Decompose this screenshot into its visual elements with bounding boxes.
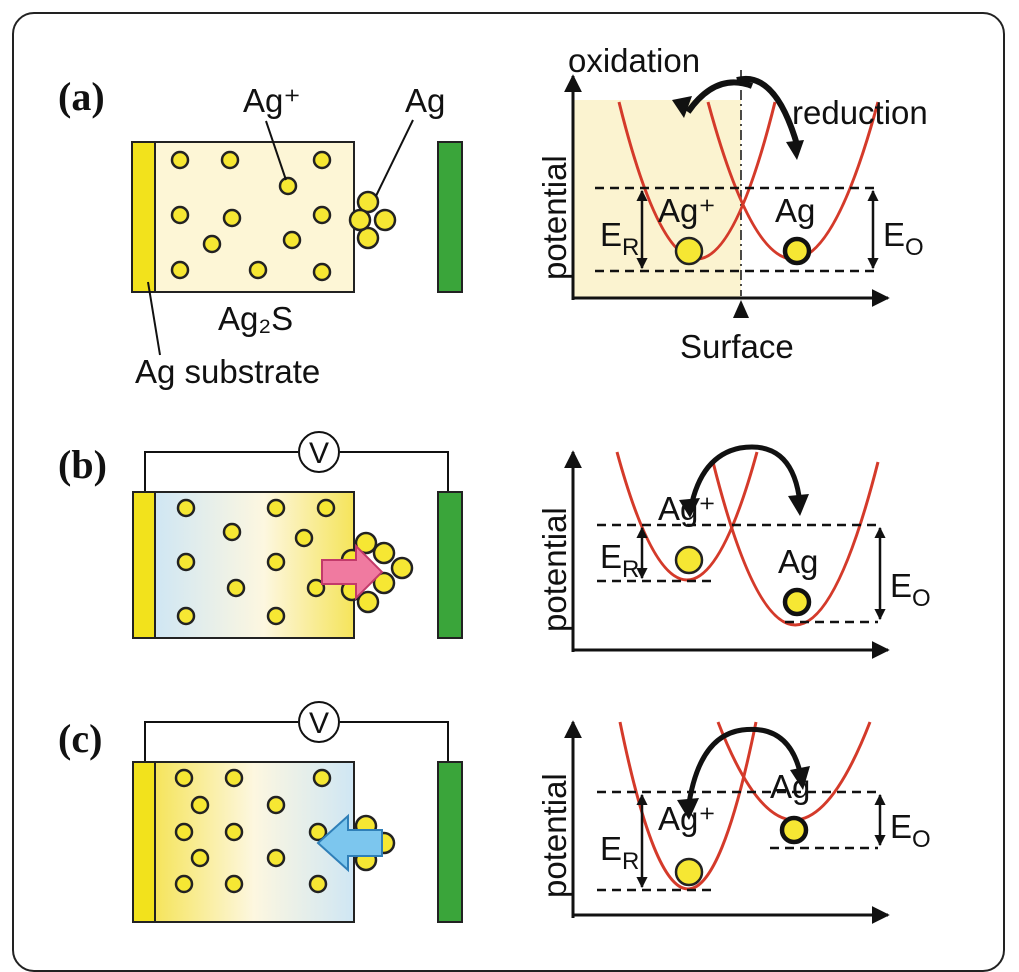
ag-substrate-label: Ag substrate	[135, 353, 320, 390]
well-ag-label: Ag	[775, 192, 815, 229]
panel-a: (a) Ag⁺ Ag Ag₂S Ag substrate	[58, 42, 928, 390]
ag-ion-well	[615, 451, 759, 582]
oxidation-arrow-stem	[685, 79, 754, 114]
potential-label: potential	[536, 773, 573, 898]
counter-electrode	[437, 491, 463, 639]
transfer-arrow-head-left	[677, 798, 699, 820]
panel-a-label: (a)	[58, 74, 105, 119]
reduction-arrow-stem	[736, 75, 801, 149]
surface-marker	[733, 300, 749, 318]
oxide-region-shade	[573, 100, 741, 298]
ag-atom-state	[779, 815, 809, 845]
eo-label: EO	[890, 808, 931, 853]
ag-substrate	[131, 141, 156, 293]
er-label: ER	[600, 216, 639, 261]
transfer-arrow	[685, 726, 803, 811]
transfer-arrow-head-left	[679, 498, 700, 518]
eo-label: EO	[890, 567, 931, 612]
panel-c-label: (c)	[58, 716, 102, 761]
ag-well	[711, 461, 880, 627]
eo-label: EO	[883, 216, 924, 261]
ag-atom-state	[782, 587, 812, 617]
ag-ion-particles	[176, 498, 336, 626]
potential-label: potential	[536, 507, 573, 632]
voltmeter-icon	[298, 701, 340, 743]
figure-canvas: (a) Ag⁺ Ag Ag₂S Ag substrate	[58, 42, 931, 924]
ag-ion-particles	[174, 768, 332, 894]
panel-c: (c) V potential ER	[58, 701, 931, 924]
well-ag-label: Ag	[778, 543, 818, 580]
circuit-wire-right	[340, 451, 449, 492]
ag-pointer	[375, 119, 414, 197]
ion-migration-arrow	[316, 813, 383, 873]
surface-label: Surface	[680, 328, 794, 365]
ag-ion-pointer	[265, 120, 287, 181]
ag-ion-label: Ag⁺	[243, 82, 301, 119]
voltmeter-label: V	[309, 707, 329, 740]
transfer-arrow-head-right	[788, 494, 809, 516]
reduction-label: reduction	[792, 94, 928, 131]
circuit-wire-right	[340, 721, 449, 762]
ag-precipitate-cluster	[348, 190, 397, 250]
panel-b: (b) V potential	[58, 431, 931, 659]
reduction-arrow-head	[786, 140, 804, 160]
counter-electrode	[437, 141, 463, 293]
counter-electrode	[437, 761, 463, 923]
circuit-wire-left	[144, 451, 298, 492]
er-label: ER	[600, 830, 639, 875]
ag-label: Ag	[405, 82, 445, 119]
ag-substrate	[132, 491, 156, 639]
voltmeter-label: V	[309, 437, 329, 470]
ag-substrate	[132, 761, 156, 923]
ag-ion-state	[674, 236, 704, 266]
ag-ion-particles	[170, 150, 332, 282]
transfer-arrow	[687, 444, 802, 513]
voltmeter-icon	[298, 431, 340, 473]
ion-migration-arrow	[321, 543, 384, 601]
ag-atom-state	[782, 236, 812, 266]
ag-ion-state	[674, 545, 704, 575]
transfer-arrow-head-right	[790, 766, 810, 790]
er-label: ER	[600, 538, 639, 583]
oxidation-label: oxidation	[568, 42, 700, 79]
oxidation-arrow-head	[672, 96, 692, 118]
potential-label: potential	[536, 155, 573, 280]
well-ag-ion-label: Ag⁺	[658, 192, 716, 229]
ag2s-label: Ag₂S	[218, 300, 293, 337]
substrate-pointer	[147, 281, 161, 356]
circuit-wire-left	[144, 721, 298, 762]
ag-ion-state	[674, 857, 704, 887]
panel-b-label: (b)	[58, 442, 107, 487]
